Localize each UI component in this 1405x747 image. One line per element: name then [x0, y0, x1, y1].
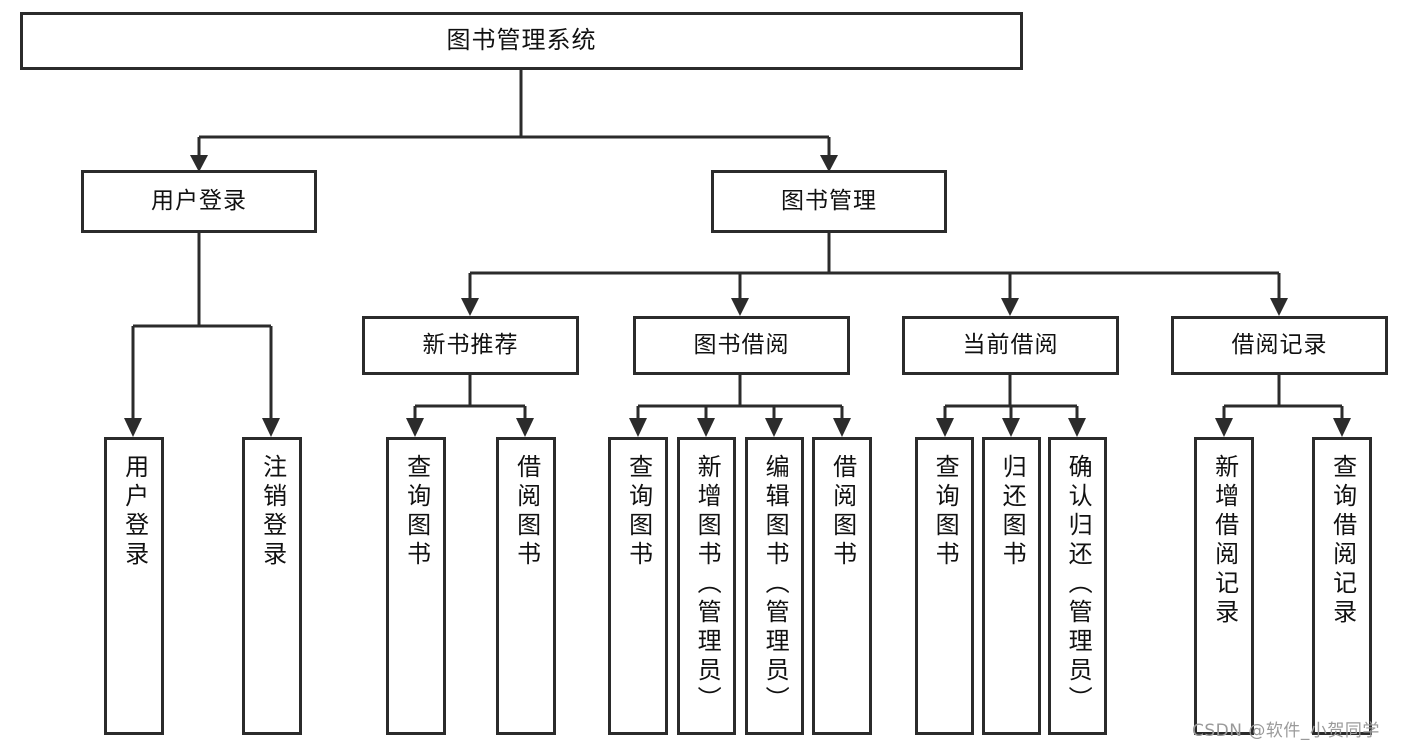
node-label: 图书管理系统 [446, 26, 597, 55]
node-label: 图书管理 [781, 188, 877, 215]
leaf-new-book-borrow-book[interactable]: 借阅图书 [496, 437, 556, 735]
node-book-management[interactable]: 图书管理 [711, 170, 947, 233]
node-label: 新书推荐 [422, 332, 519, 359]
node-label: 查询图书 [402, 454, 431, 570]
node-label: 归还图书 [998, 454, 1027, 570]
leaf-user-login-logout[interactable]: 注销登录 [242, 437, 302, 735]
node-current-borrow[interactable]: 当前借阅 [902, 316, 1119, 375]
node-label: 用户登录 [120, 454, 149, 570]
leaf-user-login-login[interactable]: 用户登录 [104, 437, 164, 735]
leaf-book-borrow-edit-book-admin[interactable]: 编辑图书（管理员） [745, 437, 804, 735]
leaf-borrow-record-query-record[interactable]: 查询借阅记录 [1312, 437, 1372, 735]
node-label: 借阅记录 [1231, 332, 1328, 359]
node-label: 图书借阅 [693, 332, 790, 359]
node-new-book-recommend[interactable]: 新书推荐 [362, 316, 579, 375]
leaf-current-borrow-confirm-return-admin[interactable]: 确认归还（管理员） [1048, 437, 1107, 735]
leaf-book-borrow-query-book[interactable]: 查询图书 [608, 437, 668, 735]
node-root-book-management-system[interactable]: 图书管理系统 [20, 12, 1023, 70]
node-borrow-record[interactable]: 借阅记录 [1171, 316, 1388, 375]
node-label: 借阅图书 [828, 454, 857, 570]
node-label: 查询借阅记录 [1328, 454, 1357, 628]
node-label: 编辑图书（管理员） [761, 454, 790, 715]
leaf-borrow-record-add-record[interactable]: 新增借阅记录 [1194, 437, 1254, 735]
node-label: 新增借阅记录 [1210, 454, 1239, 628]
node-label: 当前借阅 [962, 332, 1059, 359]
csdn-watermark: CSDN @软件_小贺同学 [1192, 716, 1380, 741]
node-label: 借阅图书 [512, 454, 541, 570]
node-label: 确认归还（管理员） [1064, 454, 1093, 715]
leaf-current-borrow-query-book[interactable]: 查询图书 [915, 437, 974, 735]
leaf-book-borrow-borrow-book[interactable]: 借阅图书 [812, 437, 872, 735]
node-label: 查询图书 [624, 454, 653, 570]
leaf-new-book-query-book[interactable]: 查询图书 [386, 437, 446, 735]
node-user-login[interactable]: 用户登录 [81, 170, 317, 233]
node-book-borrow[interactable]: 图书借阅 [633, 316, 850, 375]
watermark-text: CSDN @软件_小贺同学 [1192, 721, 1380, 741]
leaf-book-borrow-add-book-admin[interactable]: 新增图书（管理员） [677, 437, 736, 735]
node-label: 用户登录 [151, 188, 247, 215]
node-label: 查询图书 [931, 454, 960, 570]
node-label: 注销登录 [258, 454, 287, 570]
leaf-current-borrow-return-book[interactable]: 归还图书 [982, 437, 1041, 735]
node-label: 新增图书（管理员） [693, 454, 722, 715]
